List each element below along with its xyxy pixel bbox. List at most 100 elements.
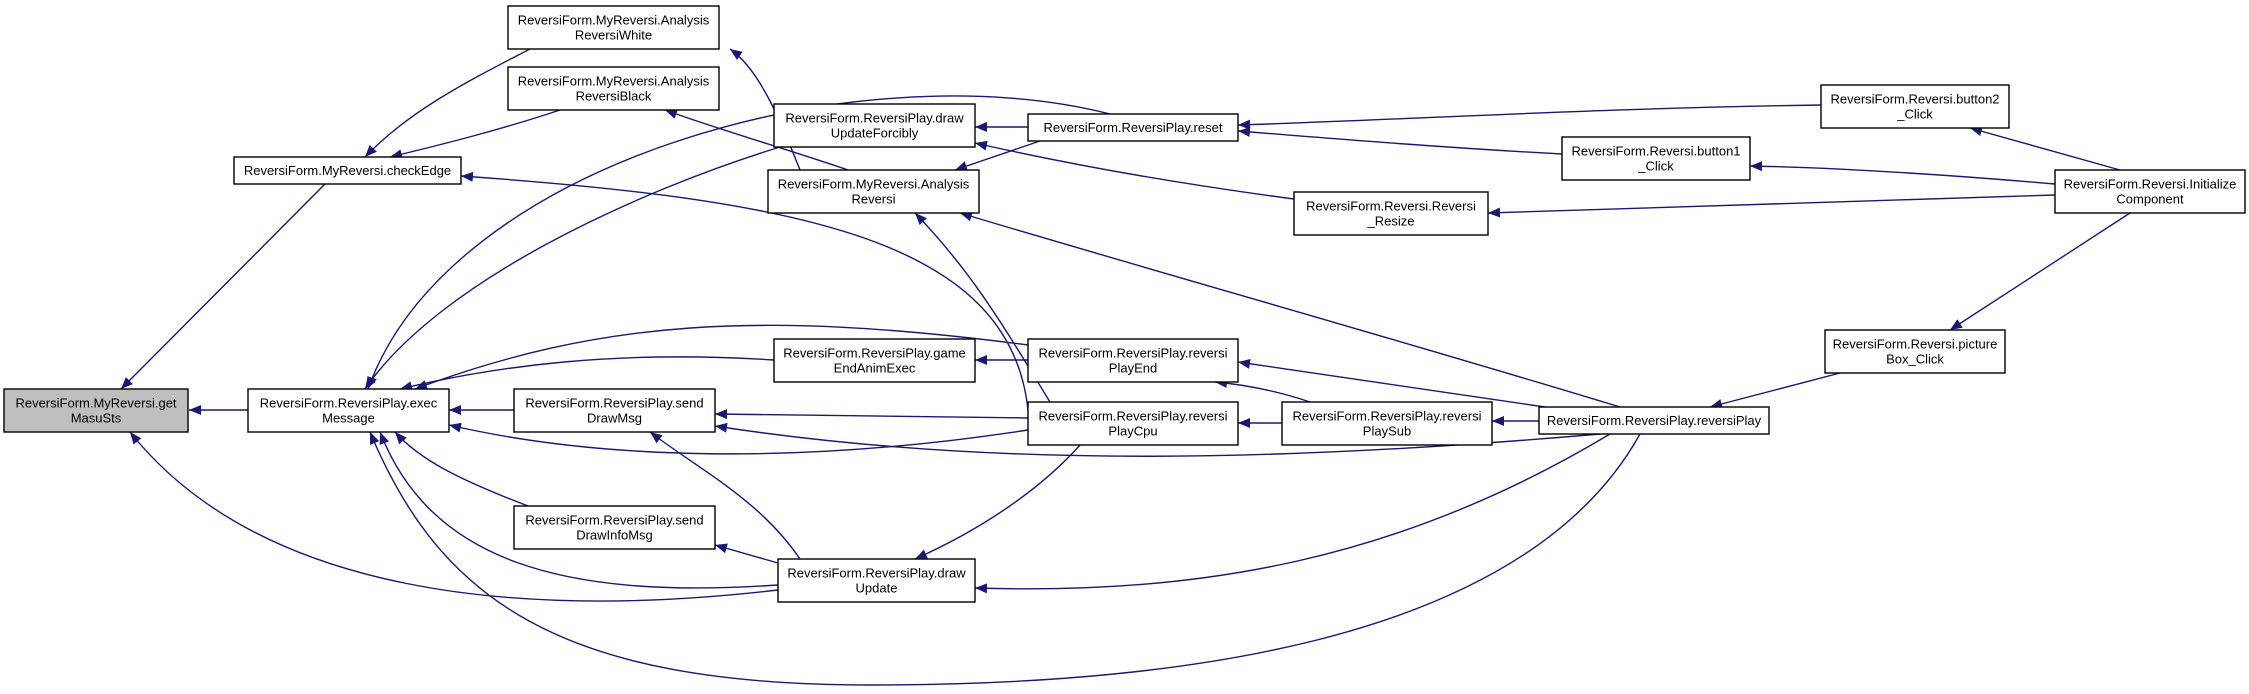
edge-reversiPlay-to-execMessage <box>369 431 1641 686</box>
node-label: ReversiForm.ReversiPlay.reversi <box>1038 409 1227 424</box>
node-box <box>1820 84 2010 129</box>
node-box <box>777 558 976 603</box>
edge-analysisBlack-to-checkEdge <box>389 109 561 160</box>
node-box <box>513 388 716 433</box>
edge-reversiPlay-to-reversiPlayEnd <box>1237 358 1546 408</box>
node-box <box>773 338 976 383</box>
edge-initializeComponent-to-button2Click <box>1969 126 2121 171</box>
node-layer: ReversiForm.MyReversi.getMasuStsReversiF… <box>3 5 2246 603</box>
node-label: Update <box>856 581 898 596</box>
node-box <box>1027 113 1239 142</box>
edge-reversiPlay-to-analysisReversi <box>959 211 1621 408</box>
node-box <box>3 388 189 433</box>
node-label: ReversiForm.Reversi.Reversi <box>1306 199 1476 214</box>
node-label: PlayCpu <box>1108 424 1157 439</box>
edge-initializeComponent-to-button1Click <box>1749 161 2056 185</box>
edge-reversiPlayCpu-to-sendDrawMsg <box>714 409 1029 420</box>
edge-analysisReversi-to-analysisWhite <box>729 48 801 171</box>
edge-reversiPlayEnd-to-execMessage <box>414 324 1029 390</box>
edge-layer <box>120 48 2131 686</box>
node-label: ReversiForm.ReversiPlay.send <box>525 396 703 411</box>
node-label: ReversiForm.Reversi.picture <box>1833 337 1998 352</box>
edge-drawUpdate-to-sendDrawMsg <box>649 431 801 560</box>
edge-reset-to-execMessage <box>367 95 1111 390</box>
edge-sendDrawInfoMsg-to-execMessage <box>394 431 529 507</box>
node-label: DrawMsg <box>587 411 642 426</box>
node-box <box>1561 136 1751 181</box>
node-box <box>773 103 976 148</box>
node-drawUpdateForcibly[interactable]: ReversiForm.ReversiPlay.drawUpdateForcib… <box>773 103 976 148</box>
node-button1Click[interactable]: ReversiForm.Reversi.button1_Click <box>1561 136 1751 181</box>
node-label: ReversiBlack <box>576 89 652 104</box>
node-box <box>2054 169 2246 214</box>
edge-reversiPlayCpu-to-drawUpdate <box>914 444 1081 560</box>
node-label: PlaySub <box>1363 424 1411 439</box>
node-analysisWhite[interactable]: ReversiForm.MyReversi.AnalysisReversiWhi… <box>507 5 720 50</box>
edge-checkEdge-to-getMasuSts <box>120 183 326 390</box>
node-box <box>233 156 462 185</box>
edge-button1Click-to-reset <box>1237 126 1563 155</box>
node-label: DrawInfoMsg <box>576 528 653 543</box>
edge-reversiPlayCpu-to-execMessage <box>448 422 1029 455</box>
node-box <box>1824 329 2006 374</box>
node-reversiResize[interactable]: ReversiForm.Reversi.Reversi_Resize <box>1293 191 1489 236</box>
node-label: EndAnimExec <box>834 361 916 376</box>
node-box <box>507 5 720 50</box>
edge-initializeComponent-to-reversiResize <box>1487 194 2056 218</box>
node-button2Click[interactable]: ReversiForm.Reversi.button2_Click <box>1820 84 2010 129</box>
node-label: Message <box>322 411 375 426</box>
edge-reversiPlay-to-drawUpdate <box>974 433 1611 594</box>
node-label: _Click <box>1896 107 1933 122</box>
node-label: ReversiForm.ReversiPlay.reversiPlay <box>1547 413 1762 428</box>
node-label: ReversiForm.ReversiPlay.draw <box>785 111 964 126</box>
edge-reset-to-analysisReversi <box>954 140 1041 171</box>
node-label: PlayEnd <box>1109 361 1157 376</box>
edge-drawUpdate-to-getMasuSts <box>129 431 779 602</box>
node-reversiPlay[interactable]: ReversiForm.ReversiPlay.reversiPlay <box>1538 406 1770 435</box>
node-analysisBlack[interactable]: ReversiForm.MyReversi.AnalysisReversiBla… <box>507 66 720 111</box>
edge-gameEndAnimExec-to-execMessage <box>399 356 775 392</box>
edge-button2Click-to-reset <box>1237 104 1822 130</box>
node-box <box>1293 191 1489 236</box>
node-box <box>247 388 450 433</box>
node-label: Box_Click <box>1886 352 1944 367</box>
node-label: ReversiForm.ReversiPlay.send <box>525 513 703 528</box>
node-label: UpdateForcibly <box>831 126 919 141</box>
node-box <box>507 66 720 111</box>
node-label: ReversiForm.MyReversi.Analysis <box>778 177 970 192</box>
edge-drawUpdateForcibly-to-execMessage <box>364 146 781 390</box>
edge-drawUpdate-to-execMessage <box>379 431 779 589</box>
node-checkEdge[interactable]: ReversiForm.MyReversi.checkEdge <box>233 156 462 185</box>
node-label: ReversiForm.Reversi.Initialize <box>2064 177 2237 192</box>
node-label: ReversiForm.ReversiPlay.draw <box>787 566 966 581</box>
node-reset[interactable]: ReversiForm.ReversiPlay.reset <box>1027 113 1239 142</box>
node-box <box>1027 338 1239 383</box>
node-label: ReversiForm.Reversi.button1 <box>1571 144 1740 159</box>
edge-pictureBoxClick-to-reversiPlay <box>1709 372 1841 409</box>
node-label: ReversiWhite <box>575 28 652 43</box>
node-label: Reversi <box>851 192 895 207</box>
node-label: _Resize <box>1367 214 1415 229</box>
node-label: MasuSts <box>71 411 122 426</box>
node-label: ReversiForm.ReversiPlay.reset <box>1044 120 1223 135</box>
edge-reversiPlaySub-to-reversiPlayEnd <box>1214 378 1311 403</box>
edge-drawUpdate-to-sendDrawInfoMsg <box>714 543 779 564</box>
node-label: ReversiForm.ReversiPlay.game <box>783 346 966 361</box>
edge-analysisWhite-to-checkEdge <box>364 48 531 158</box>
node-box <box>1538 406 1770 435</box>
node-label: ReversiForm.ReversiPlay.exec <box>260 396 438 411</box>
edge-analysisReversi-to-analysisBlack <box>664 109 849 171</box>
